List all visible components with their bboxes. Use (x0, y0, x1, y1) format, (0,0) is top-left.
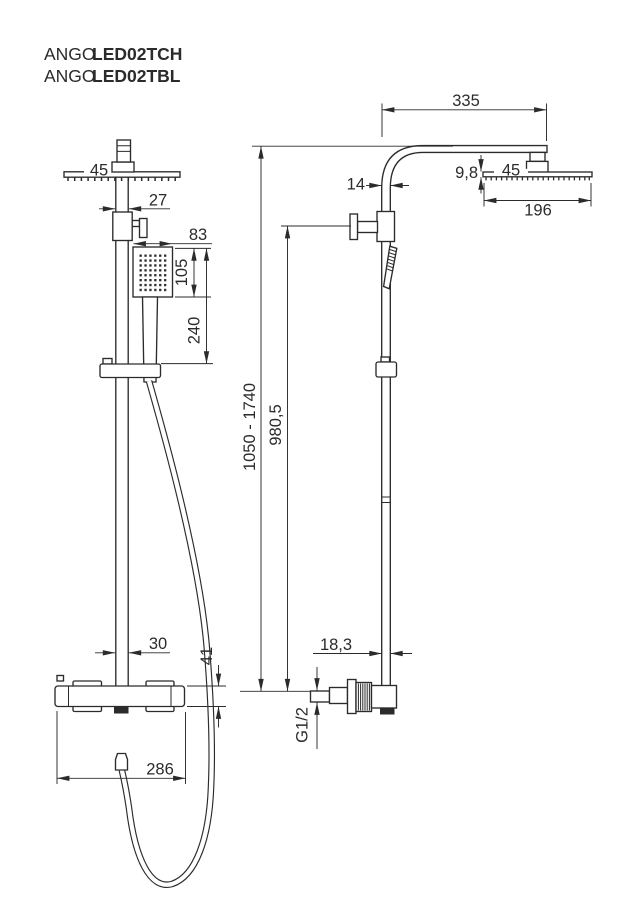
brand-name-line2: ANGO (44, 66, 96, 86)
side-valve-handle-stem (328, 686, 349, 705)
dim-front-pipe-top-label: 27 (149, 192, 167, 210)
side-hand-shower (382, 245, 398, 290)
dim-handset-height-label: 105 (173, 259, 191, 287)
front-dimensions: 45 27 83 105 240 30 (56, 161, 226, 784)
side-valve-outlet (380, 708, 395, 715)
dim-head-depth-label: 196 (524, 202, 552, 220)
side-diverter-knob (349, 210, 396, 243)
front-valve-safety-button (56, 674, 65, 682)
side-head-connector-top (529, 151, 546, 163)
dim-arm-length-label: 335 (452, 92, 480, 110)
dim-inlet-thread-label: G1/2 (294, 707, 312, 743)
side-telescope-joint (381, 496, 391, 503)
side-head-connector-base (525, 160, 549, 174)
side-nozzle-ticks (485, 177, 590, 181)
front-diverter-handle-stem (131, 219, 141, 228)
side-dimensions: 335 14 9,8 45 196 1050 - 1740 980,5 (240, 92, 592, 749)
dim-handset-width-label: 83 (189, 226, 207, 244)
side-valve-handle-flange (346, 678, 357, 715)
dim-valve-width-label: 286 (146, 761, 174, 779)
model-number-bottom: LED02TBL (92, 66, 181, 86)
front-hand-shower-spray-face (138, 253, 168, 292)
front-view: 45 27 83 105 240 30 (54, 139, 226, 888)
front-hand-shower (132, 246, 174, 383)
dim-riser-height-label: 980,5 (267, 404, 285, 445)
dim-front-pipe-bottom-label: 30 (149, 635, 167, 653)
side-view: 335 14 9,8 45 196 1050 - 1740 980,5 (240, 92, 593, 749)
front-diverter-handle (138, 217, 148, 239)
dim-overall-height-label: 1050 - 1740 (241, 383, 259, 471)
front-riser-pipe (115, 176, 129, 687)
side-thermostatic-valve (309, 678, 398, 715)
model-number-top: LED02TCH (92, 44, 182, 64)
side-valve-inlet-stub (309, 690, 331, 703)
front-nozzle-ticks (67, 177, 176, 181)
front-thermostatic-valve (54, 674, 186, 714)
side-slider-bracket (375, 356, 398, 378)
front-hand-shower-handle (141, 296, 159, 383)
dim-valve-height-label: 41 (198, 647, 216, 665)
dim-handset-to-bracket-label: 240 (186, 317, 204, 345)
front-head-connector-base (111, 161, 135, 173)
brand-name-line1: ANGO (44, 44, 96, 64)
title-block: ANGO LED02TCH ANGO LED02TBL (44, 44, 182, 86)
front-slider-bracket (99, 357, 162, 379)
dim-pipe-depth-bottom-label: 18,3 (320, 636, 352, 654)
dim-head-thickness-label: 9,8 (455, 164, 478, 182)
dim-front-head-connector-label: 45 (90, 161, 108, 179)
front-hose-nipple (114, 752, 129, 771)
front-diverter (112, 211, 148, 242)
dim-side-head-connector-label: 45 (502, 161, 520, 179)
front-overhead-shower (63, 139, 181, 181)
side-valve-body (370, 684, 398, 709)
front-shower-hose (114, 380, 216, 888)
side-riser-and-arm (381, 144, 548, 687)
side-overhead-shower (482, 151, 593, 181)
front-valve-outlet (114, 706, 129, 714)
front-valve-body (54, 685, 186, 708)
dim-pipe-depth-label: 14 (347, 176, 365, 194)
